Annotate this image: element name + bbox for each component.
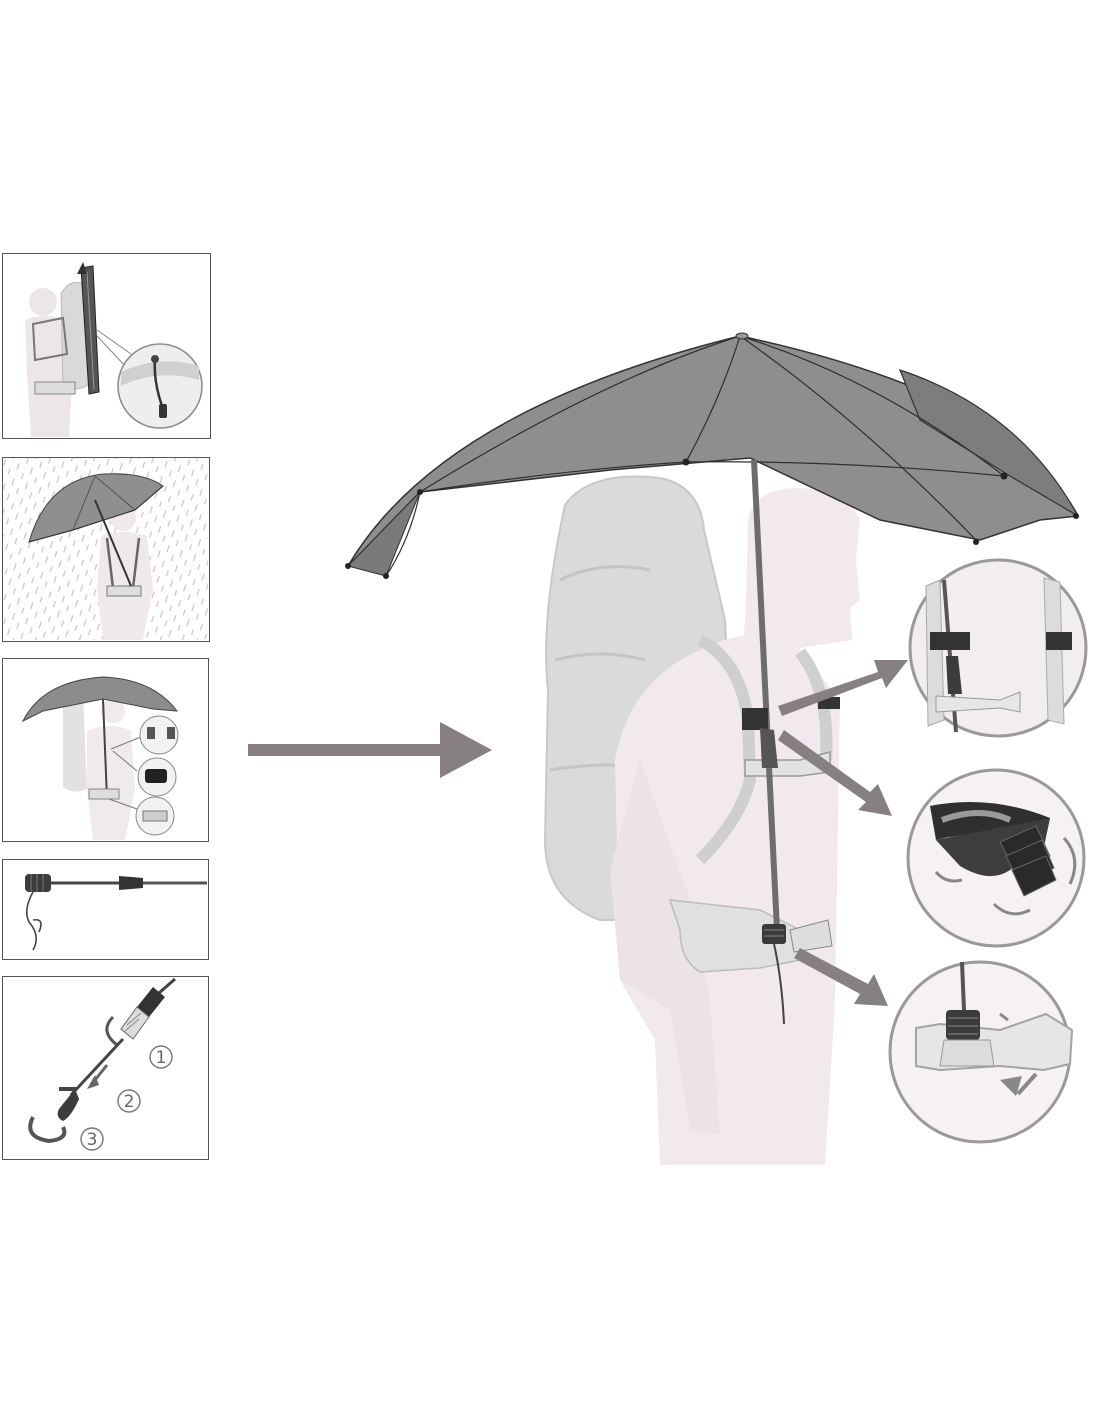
carry-illustration bbox=[25, 262, 203, 437]
step-panel-detach: 1 2 3 bbox=[2, 976, 209, 1160]
cord-detail-circle bbox=[117, 343, 203, 429]
backpack bbox=[63, 692, 87, 792]
wrist-cord bbox=[25, 891, 42, 951]
hip-buckle bbox=[789, 919, 833, 953]
step-panel-rain bbox=[2, 457, 210, 642]
closed-umbrella bbox=[77, 262, 100, 395]
step-number-2: 2 bbox=[117, 1089, 141, 1113]
shoulder-clip bbox=[742, 708, 768, 730]
hip-belt-buckle-detail bbox=[888, 960, 1074, 1144]
open-umbrella bbox=[21, 676, 179, 800]
person-silhouette bbox=[25, 288, 73, 437]
person-silhouette bbox=[87, 699, 135, 840]
right-arrow-icon bbox=[248, 722, 492, 778]
detach-illustration: 1 2 3 bbox=[28, 977, 176, 1151]
step-panel-overview bbox=[2, 658, 209, 842]
open-umbrella bbox=[28, 473, 164, 587]
umbrella-shaft bbox=[742, 459, 786, 1025]
handle-grip bbox=[57, 1087, 79, 1121]
wrist-cord bbox=[773, 943, 785, 1025]
strap-clip-close-up-detail bbox=[906, 768, 1086, 948]
callout-arrows bbox=[778, 660, 908, 1006]
overview-illustration bbox=[21, 676, 179, 840]
svg-text:1: 1 bbox=[156, 1048, 167, 1068]
strap-clip-mini-detail bbox=[139, 715, 179, 755]
step-number-1: 1 bbox=[149, 1045, 173, 1069]
shaft bbox=[69, 1037, 125, 1097]
shaft-connector bbox=[119, 876, 143, 890]
handle-illustration bbox=[25, 874, 207, 951]
svg-text:3: 3 bbox=[87, 1130, 98, 1150]
threaded-collar bbox=[120, 1006, 150, 1040]
step-number-3: 3 bbox=[80, 1127, 104, 1151]
rotate-arrow-3 bbox=[28, 1116, 67, 1144]
shaft-connector bbox=[137, 987, 165, 1017]
handle-grip bbox=[946, 1010, 980, 1040]
rain-illustration bbox=[3, 458, 208, 640]
step-panel-carry bbox=[2, 253, 211, 439]
shoulder-strap-clip-detail bbox=[908, 558, 1088, 738]
handle-grip bbox=[762, 924, 786, 944]
main-illustration bbox=[345, 332, 1088, 1165]
svg-text:2: 2 bbox=[124, 1092, 135, 1112]
handle-grip bbox=[25, 874, 51, 892]
rotate-arrow-1 bbox=[105, 1015, 118, 1047]
umbrella-canopy bbox=[345, 332, 1080, 579]
shaft-connector bbox=[760, 728, 778, 768]
step-panel-handle bbox=[2, 859, 209, 960]
